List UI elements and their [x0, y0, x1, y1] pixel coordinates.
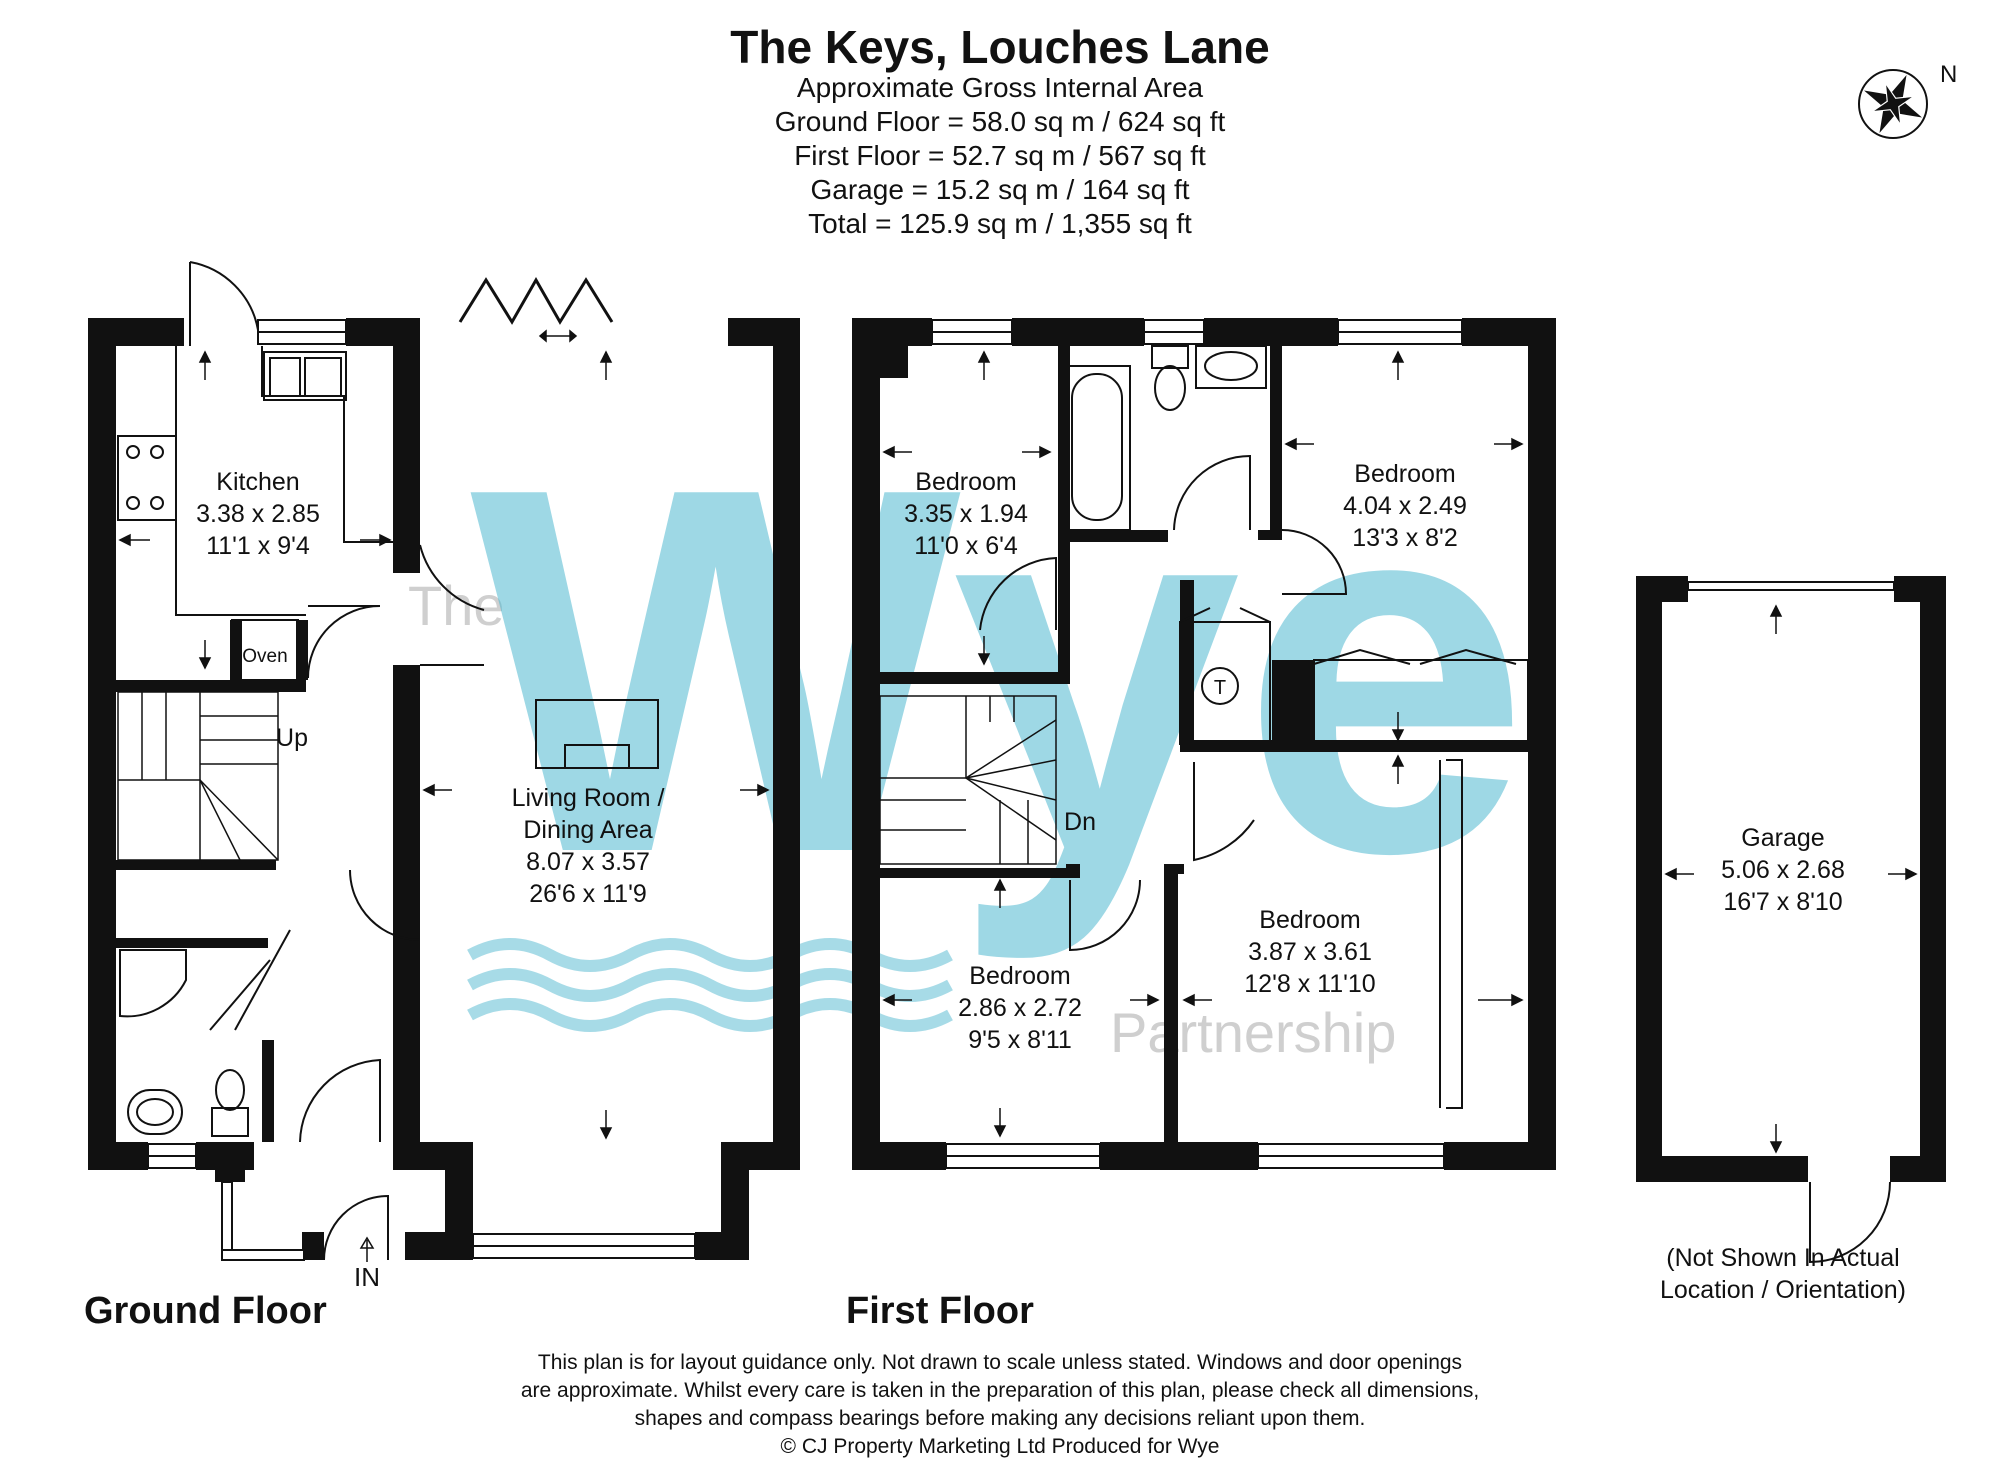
first-floor-fittings [979, 345, 1529, 1109]
garage-imperial: 16'7 x 8'10 [1723, 888, 1842, 916]
disclaimer-line-1: This plan is for layout guidance only. N… [537, 1351, 1463, 1374]
plan-title: The Keys, Louches Lane [730, 21, 1270, 73]
disclaimer-line-2: are approximate. Whilst every care is ta… [520, 1379, 1480, 1402]
garage-name: Garage [1741, 824, 1824, 852]
kitchen-metric: 3.38 x 2.85 [196, 500, 320, 528]
living-imperial: 26'6 x 11'9 [529, 880, 647, 908]
oven-label: Oven [242, 646, 287, 667]
bedroom-c-metric: 2.86 x 2.72 [958, 994, 1082, 1022]
bedroom-c-imperial: 9'5 x 8'11 [968, 1026, 1072, 1054]
area-first-floor: First Floor = 52.7 sq m / 567 sq ft [794, 140, 1206, 171]
garage-door [1687, 581, 1895, 1264]
first-floor-walls [852, 318, 1556, 1170]
area-total: Total = 125.9 sq m / 1,355 sq ft [808, 208, 1192, 239]
watermark-big: Wye [470, 380, 1530, 964]
garage-note-line1: (Not Shown In Actual [1666, 1244, 1899, 1272]
bifold-door-icon [458, 276, 614, 325]
bedroom-a-imperial: 11'0 x 6'4 [914, 532, 1018, 560]
copyright-line: © CJ Property Marketing Ltd Produced for… [780, 1435, 1220, 1458]
watermark-small-bottom: Partnership [1110, 1001, 1396, 1064]
kitchen-name: Kitchen [216, 468, 299, 496]
bedroom-b-metric: 4.04 x 2.49 [1343, 492, 1467, 520]
garage-metric: 5.06 x 2.68 [1721, 856, 1845, 884]
garage-dimension-arrows [1664, 604, 1918, 1154]
dimension-arrows [118, 329, 770, 1262]
compass-north-label: N [1940, 61, 1957, 88]
bedroom-d-imperial: 12'8 x 11'10 [1244, 970, 1375, 998]
ground-floor-doors [189, 261, 485, 1261]
bedroom-a-name: Bedroom [915, 468, 1016, 496]
entrance-label: IN [354, 1262, 380, 1292]
bedroom-c-name: Bedroom [969, 962, 1070, 990]
kitchen-fittings [117, 346, 393, 681]
living-name-line1: Living Room / [512, 784, 665, 812]
area-heading: Approximate Gross Internal Area [796, 72, 1204, 103]
garage-walls [1636, 576, 1946, 1182]
ground-floor-walls [88, 318, 800, 1260]
ground-floor-windows [147, 319, 696, 1261]
stairs-down-label: Dn [1064, 808, 1096, 836]
first-floor-dimension-arrows [882, 350, 1524, 1138]
bedroom-d-metric: 3.87 x 3.61 [1248, 938, 1372, 966]
kitchen-imperial: 11'1 x 9'4 [206, 532, 310, 560]
wc-fittings [119, 949, 249, 1137]
watermark-small-top: The [408, 574, 505, 637]
bedroom-d-name: Bedroom [1259, 906, 1360, 934]
living-name-line2: Dining Area [523, 816, 652, 844]
tank-label: T [1214, 677, 1226, 699]
stairs-up-label: Up [276, 724, 308, 752]
disclaimer-line-3: shapes and compass bearings before makin… [634, 1407, 1366, 1430]
bedroom-a-metric: 3.35 x 1.94 [904, 500, 1028, 528]
first-floor-label: First Floor [846, 1290, 1034, 1332]
bedroom-b-imperial: 13'3 x 8'2 [1352, 524, 1457, 552]
ground-floor-label: Ground Floor [84, 1290, 327, 1332]
bedroom-b-name: Bedroom [1354, 460, 1455, 488]
area-garage: Garage = 15.2 sq m / 164 sq ft [810, 174, 1190, 205]
compass-icon [1858, 69, 1928, 139]
area-ground-floor: Ground Floor = 58.0 sq m / 624 sq ft [774, 106, 1226, 137]
fireplace [535, 699, 659, 769]
first-floor-stairs [879, 695, 1057, 865]
living-metric: 8.07 x 3.57 [526, 848, 650, 876]
ground-stairs [117, 691, 279, 861]
first-floor-windows [931, 319, 1463, 1169]
garage-note-line2: Location / Orientation) [1660, 1276, 1906, 1304]
